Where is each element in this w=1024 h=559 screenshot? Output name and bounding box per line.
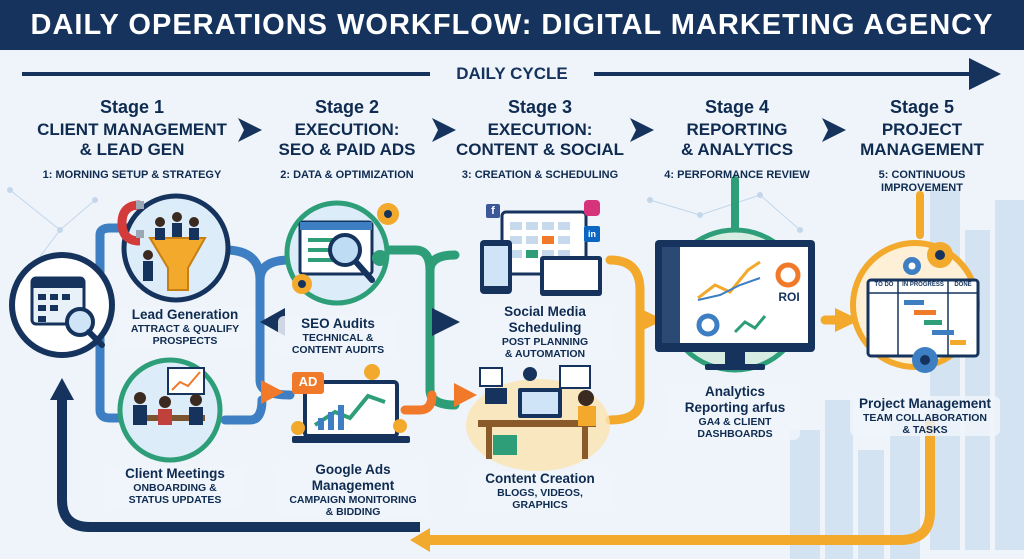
node-project-management: Project Management TEAM COLLABORATION & … [850,396,1000,436]
node-google-ads: Google Ads Management CAMPAIGN MONITORIN… [278,462,428,518]
stage-name: EXECUTION: SEO & PAID ADS [247,120,447,160]
stage-name: CLIENT MANAGEMENT & LEAD GEN [32,120,232,160]
node-seo-audits: SEO Audits TECHNICAL & CONTENT AUDITS [278,316,398,356]
stage-number: Stage 2 [247,96,447,118]
stage-number: Stage 3 [440,96,640,118]
stage-subtitle: 1: MORNING SETUP & STRATEGY [32,169,232,182]
connector-social-content [610,260,640,420]
node-description: TECHNICAL & CONTENT AUDITS [278,332,398,356]
daily-cycle-label: DAILY CYCLE [430,64,594,84]
stage-subtitle: 4: PERFORMANCE REVIEW [637,169,837,182]
linkedin-icon: in [584,226,600,242]
calendar-hub-icon [12,255,112,355]
node-description: BLOGS, VIDEOS, GRAPHICS [470,487,610,511]
stage-subtitle: 2: DATA & OPTIMIZATION [247,169,447,182]
stage-name: REPORTING & ANALYTICS [637,120,837,160]
node-description: POST PLANNING & AUTOMATION [480,336,610,360]
node-analytics: Analytics Reporting arfus GA4 & CLIENT D… [670,384,800,440]
node-client-meetings: Client Meetings ONBOARDING & STATUS UPDA… [105,466,245,506]
stage-5-header: Stage 5 PROJECT MANAGEMENT 5: CONTINUOUS… [822,96,1022,195]
kanban-inprogress-label: IN PROGRESS [899,282,947,288]
stage-2-header: Stage 2 EXECUTION: SEO & PAID ADS 2: DAT… [247,96,447,182]
node-description: CAMPAIGN MONITORING & BIDDING [278,494,428,518]
kanban-board-icon [853,242,978,373]
flow-arrow-6 [454,383,477,407]
kanban-done-label: DONE [949,282,977,288]
roi-label: ROI [776,290,802,304]
client-meeting-icon [120,360,220,460]
node-title: Project Management [850,396,1000,412]
node-content-creation: Content Creation BLOGS, VIDEOS, GRAPHICS [470,471,610,511]
ad-badge-label: AD [292,374,324,389]
stage-number: Stage 1 [32,96,232,118]
flow-arrow-2 [432,308,460,336]
node-title: SEO Audits [278,316,398,332]
stage-subtitle: 3: CREATION & SCHEDULING [440,169,640,182]
seo-audit-icon [287,203,399,303]
facebook-icon: f [486,204,500,218]
connector-seo-social [430,255,455,270]
stage-number: Stage 4 [637,96,837,118]
stage-3-header: Stage 3 EXECUTION: CONTENT & SOCIAL 3: C… [440,96,640,182]
node-description: GA4 & CLIENT DASHBOARDS [670,416,800,440]
content-creation-desk-icon [466,366,610,471]
node-lead-generation: Lead Generation ATTRACT & QUALIFY PROSPE… [115,307,255,347]
return-loop-navy-head [50,378,74,400]
stage-name: PROJECT MANAGEMENT [822,120,1022,160]
stage-number: Stage 5 [822,96,1022,118]
stage-1-header: Stage 1 CLIENT MANAGEMENT & LEAD GEN 1: … [32,96,232,182]
stage-subtitle: 5: CONTINUOUS IMPROVEMENT [822,169,1022,195]
node-title: Lead Generation [115,307,255,323]
stage-name: EXECUTION: CONTENT & SOCIAL [440,120,640,160]
node-description: TEAM COLLABORATION & TASKS [850,412,1000,436]
connector-ads [405,395,432,410]
page-title: DAILY OPERATIONS WORKFLOW: DIGITAL MARKE… [0,0,1024,50]
node-title: Content Creation [470,471,610,487]
stage-4-header: Stage 4 REPORTING & ANALYTICS 4: PERFORM… [637,96,837,182]
flow-arrow-5 [261,380,284,404]
connector-meeting [225,400,262,420]
node-description: ATTRACT & QUALIFY PROSPECTS [115,323,255,347]
kanban-todo-label: TO DO [870,282,898,288]
node-title: Client Meetings [105,466,245,482]
node-title: Analytics Reporting arfus [670,384,800,416]
node-description: ONBOARDING & STATUS UPDATES [105,482,245,506]
node-social-media: Social Media Scheduling POST PLANNING & … [480,304,610,360]
node-title: Google Ads Management [278,462,428,494]
lead-generation-icon [122,196,228,300]
node-title: Social Media Scheduling [480,304,610,336]
